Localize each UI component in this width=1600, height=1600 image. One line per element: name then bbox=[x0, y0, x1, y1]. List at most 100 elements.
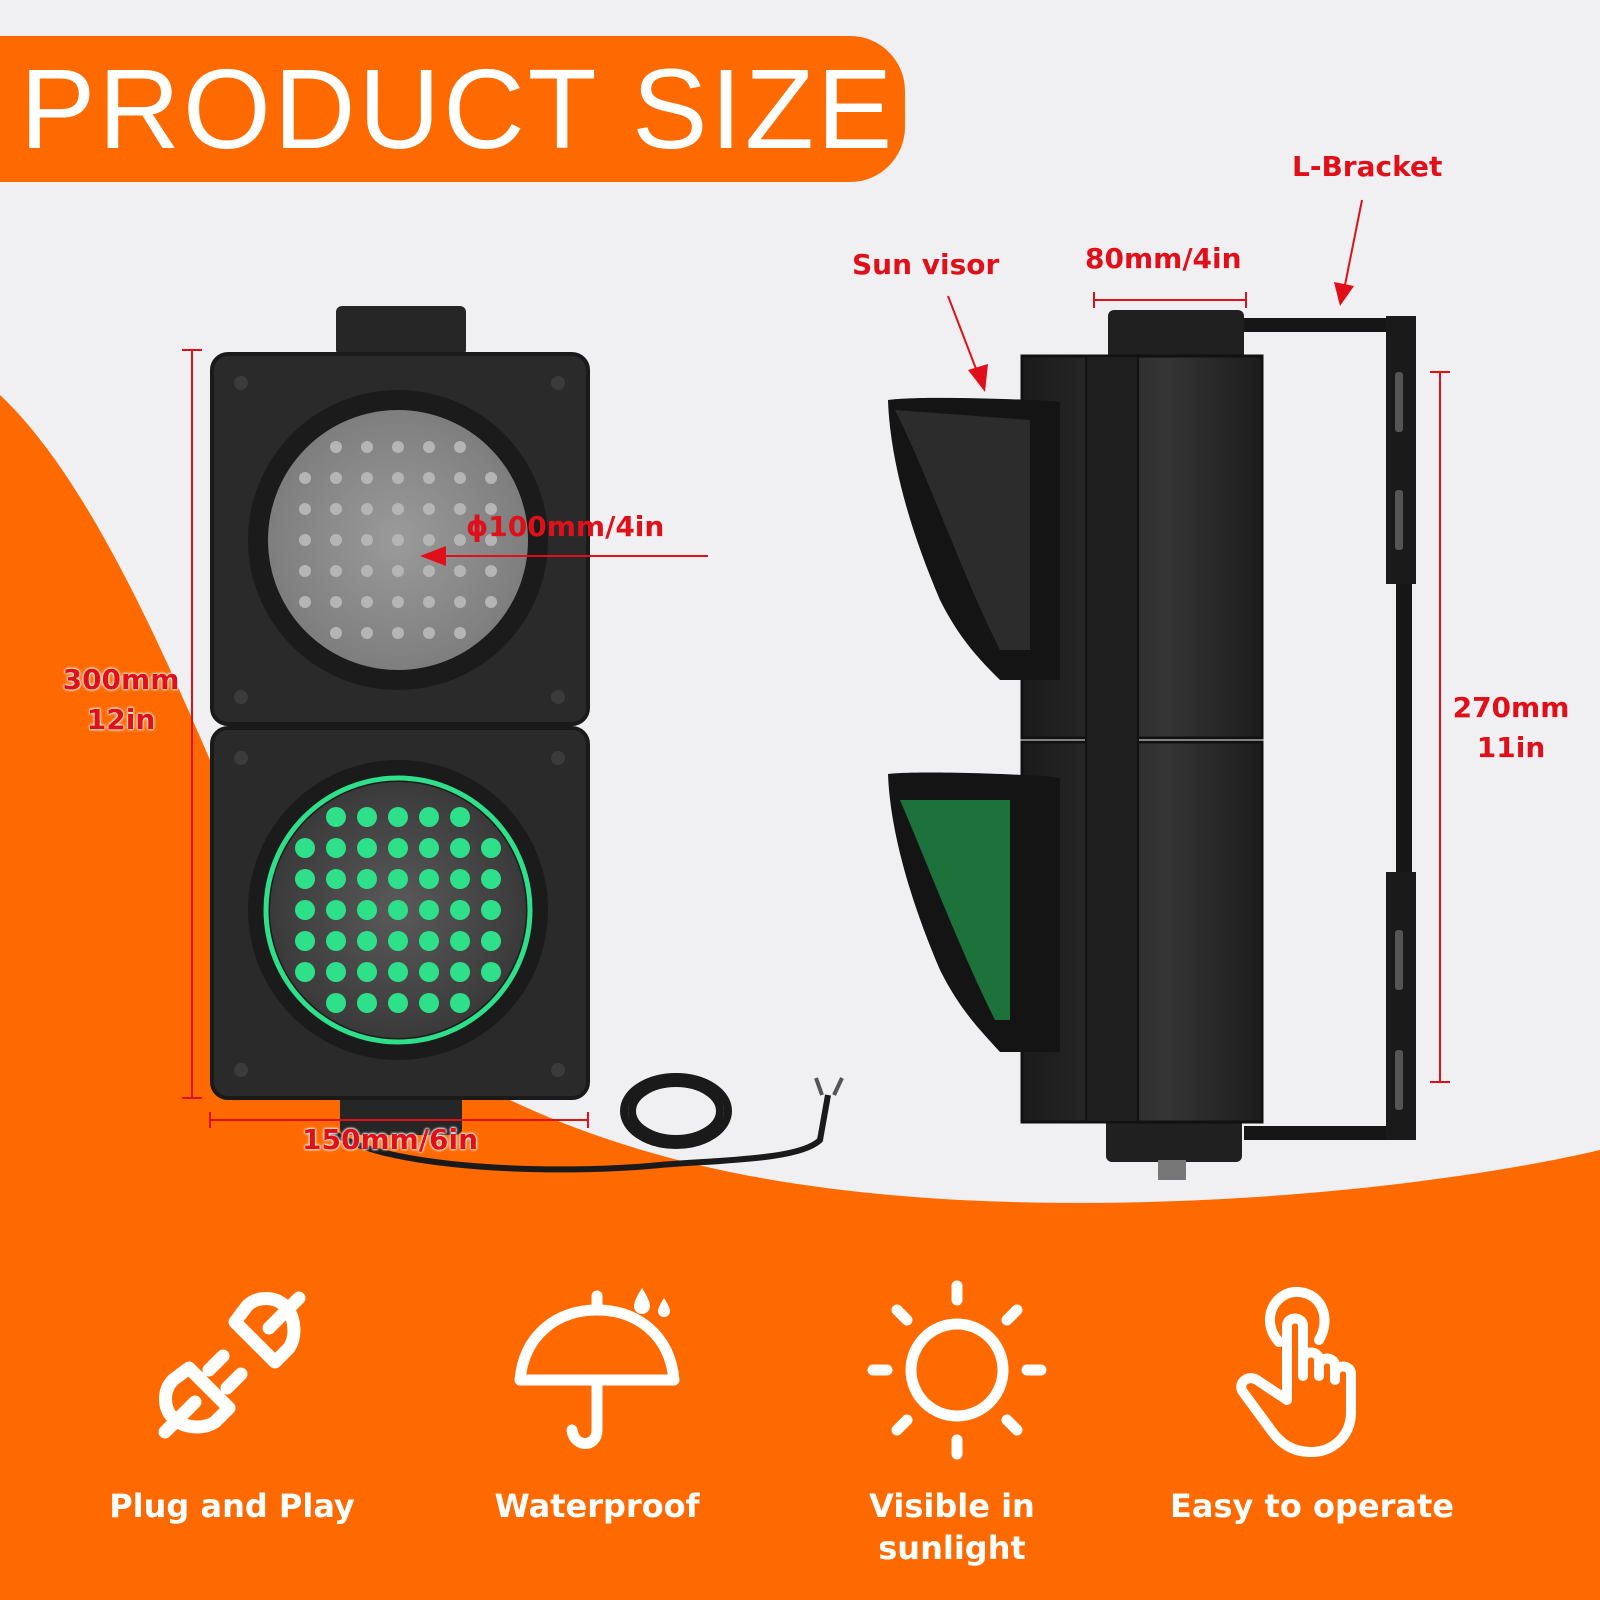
feature-label: Plug and Play bbox=[109, 1487, 355, 1525]
side-height-label: 270mm 11in bbox=[1446, 688, 1576, 768]
side-height-mm: 270mm bbox=[1452, 691, 1570, 724]
led-dot bbox=[326, 993, 346, 1013]
led-dot bbox=[450, 931, 470, 951]
led-dot bbox=[295, 900, 315, 920]
led-dot bbox=[423, 534, 435, 546]
led-dot bbox=[357, 962, 377, 982]
led-dot bbox=[450, 993, 470, 1013]
sun-icon bbox=[867, 1280, 1047, 1460]
led-dot bbox=[419, 900, 439, 920]
feature-plug-and-play: Plug and Play bbox=[72, 1280, 392, 1580]
led-dot bbox=[299, 596, 311, 608]
led-dot bbox=[419, 962, 439, 982]
led-dot bbox=[423, 565, 435, 577]
led-dot bbox=[295, 931, 315, 951]
led-dot bbox=[392, 472, 404, 484]
led-dot bbox=[481, 931, 501, 951]
led-dot bbox=[361, 565, 373, 577]
led-dot bbox=[361, 472, 373, 484]
feature-label: Waterproof bbox=[494, 1487, 700, 1525]
led-dot bbox=[326, 869, 346, 889]
led-dot bbox=[361, 627, 373, 639]
traffic-light-front-view bbox=[210, 306, 844, 1173]
led-dot bbox=[361, 534, 373, 546]
led-dot bbox=[392, 565, 404, 577]
led-dot bbox=[330, 596, 342, 608]
led-dot bbox=[326, 931, 346, 951]
led-dot bbox=[295, 869, 315, 889]
led-dot bbox=[326, 807, 346, 827]
led-dot bbox=[388, 931, 408, 951]
led-dot bbox=[330, 627, 342, 639]
led-dot bbox=[295, 838, 315, 858]
led-dot bbox=[454, 596, 466, 608]
led-dot bbox=[299, 534, 311, 546]
led-dot bbox=[361, 503, 373, 515]
front-height-mm: 300mm bbox=[62, 663, 180, 696]
led-dot bbox=[481, 869, 501, 889]
led-dot bbox=[481, 838, 501, 858]
led-dot bbox=[485, 565, 497, 577]
sun-visor-label: Sun visor bbox=[852, 248, 1000, 281]
led-dot bbox=[485, 596, 497, 608]
l-bracket-label: L-Bracket bbox=[1292, 150, 1443, 183]
led-dot bbox=[388, 962, 408, 982]
led-dot bbox=[423, 596, 435, 608]
traffic-light-side-view bbox=[888, 310, 1416, 1180]
led-dot bbox=[392, 503, 404, 515]
led-dot bbox=[454, 627, 466, 639]
led-dot bbox=[419, 993, 439, 1013]
feature-visible-in-sunlight: Visible in sunlight bbox=[792, 1280, 1112, 1580]
led-dot bbox=[454, 534, 466, 546]
feature-label: Visible in sunlight bbox=[869, 1487, 1035, 1567]
bracket-arrow-head bbox=[1334, 282, 1354, 306]
front-dimension-lines bbox=[182, 349, 708, 1128]
led-dot bbox=[392, 441, 404, 453]
led-dot bbox=[330, 441, 342, 453]
led-dot bbox=[454, 503, 466, 515]
visor-arrow-head bbox=[968, 364, 988, 392]
feature-waterproof: Waterproof bbox=[437, 1280, 757, 1580]
led-dot bbox=[326, 962, 346, 982]
hand-pointer-icon bbox=[1236, 1286, 1356, 1457]
led-dot bbox=[454, 441, 466, 453]
led-dot bbox=[357, 838, 377, 858]
led-dot bbox=[330, 534, 342, 546]
led-dot bbox=[357, 931, 377, 951]
title-banner bbox=[0, 36, 905, 182]
orange-swoosh bbox=[0, 395, 1600, 1600]
led-dot bbox=[330, 565, 342, 577]
bottom-led-array bbox=[295, 807, 501, 1013]
led-dot bbox=[330, 503, 342, 515]
led-dot bbox=[357, 993, 377, 1013]
feature-easy-to-operate: Easy to operate bbox=[1152, 1280, 1472, 1580]
led-dot bbox=[326, 900, 346, 920]
led-dot bbox=[299, 503, 311, 515]
lens-arrow-head bbox=[420, 546, 446, 566]
front-height-in: 12in bbox=[86, 703, 156, 736]
led-dot bbox=[481, 962, 501, 982]
led-dot bbox=[361, 441, 373, 453]
led-dot bbox=[419, 838, 439, 858]
led-dot bbox=[423, 472, 435, 484]
cable-coil bbox=[620, 1073, 732, 1149]
led-dot bbox=[423, 627, 435, 639]
led-dot bbox=[326, 838, 346, 858]
page-title: PRODUCT SIZE bbox=[20, 46, 896, 172]
led-dot bbox=[357, 900, 377, 920]
led-dot bbox=[454, 565, 466, 577]
led-dot bbox=[357, 807, 377, 827]
led-dot bbox=[299, 565, 311, 577]
led-dot bbox=[330, 472, 342, 484]
led-dot bbox=[423, 503, 435, 515]
led-dot bbox=[392, 534, 404, 546]
led-dot bbox=[485, 534, 497, 546]
led-dot bbox=[419, 931, 439, 951]
umbrella-icon bbox=[514, 1288, 680, 1449]
led-dot bbox=[454, 472, 466, 484]
led-dot bbox=[388, 838, 408, 858]
led-dot bbox=[481, 900, 501, 920]
led-dot bbox=[450, 900, 470, 920]
front-height-label: 300mm 12in bbox=[56, 660, 186, 740]
